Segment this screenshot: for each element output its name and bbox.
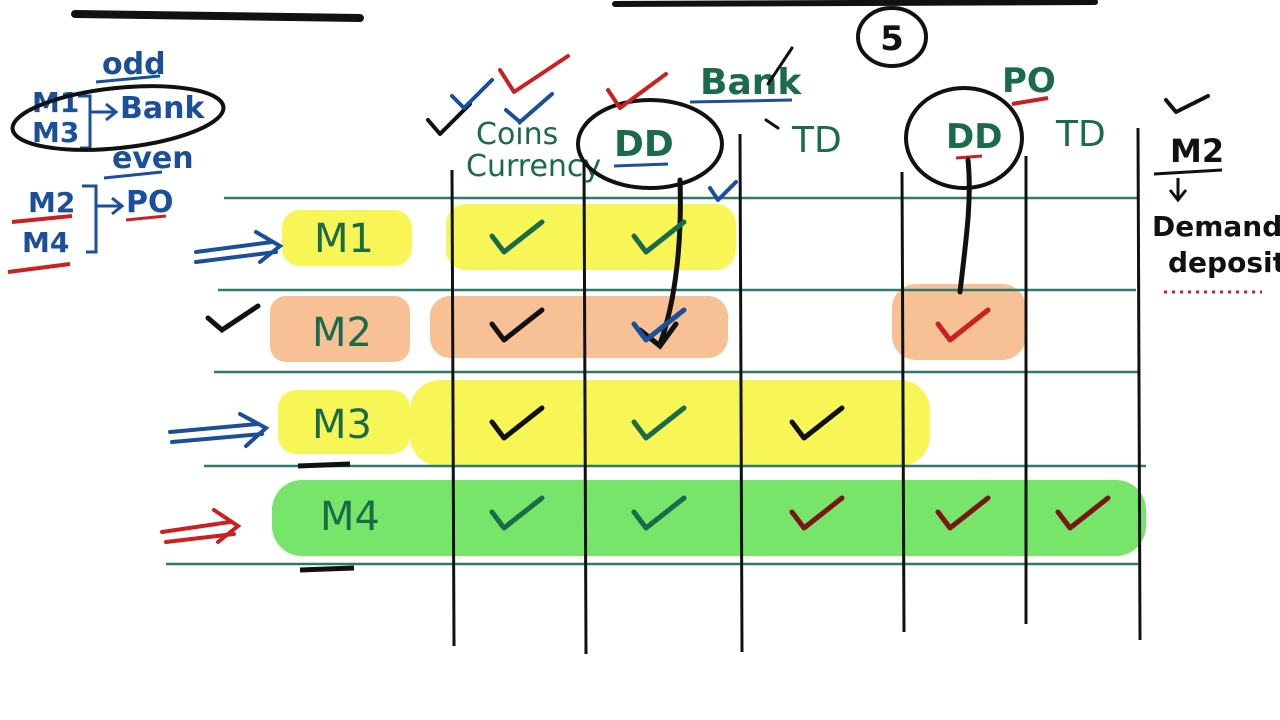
header-bank-underline [689,98,793,104]
dd-po-underline [955,154,983,160]
arrow-m3 [168,412,270,448]
check-mark-r3-c1 [489,405,545,441]
row-arrows [160,230,284,544]
legend-even-arrow [96,196,125,216]
check-mark-r4-c5 [1055,495,1111,531]
legend: odd M1 M3 Bank even M2 M4 PO [7,47,226,274]
top-right-stroke [612,0,1098,7]
col-divider-2 [582,159,588,655]
legend-m1: M1 [32,86,79,119]
highlight-m3-cells [410,380,930,466]
legend-po-underline [125,214,167,222]
legend-bank: Bank [120,91,205,126]
row-label-m3: M3 [312,402,372,448]
side-note-arrow [1168,178,1188,203]
row-label-m2: M2 [312,310,372,356]
badge-number: 5 [880,19,904,59]
legend-odd-underline [95,74,161,84]
col-divider-4 [900,171,906,633]
check-mark-r4-c2 [631,495,687,531]
side-note-line2: deposit [1168,246,1280,279]
legend-po: PO [126,185,174,220]
legend-odd-arrow [90,102,119,122]
legend-bank-oval [10,84,226,152]
side-note-title-underline [1153,168,1223,176]
check-marks [489,219,1111,531]
highlight-m1-label [282,210,412,266]
header-bank-group: Bank [700,62,802,103]
check-mark-r4-c1 [489,495,545,531]
highlight-m4 [272,480,1146,556]
legend-m3: M3 [32,116,79,149]
col-divider-3 [738,133,744,653]
header-po-underline [1011,96,1049,106]
check-mark-r4-c4 [935,495,991,531]
dd-bank-underline [613,162,669,168]
check-mark-r2-c2 [631,307,687,343]
highlight-m2-cells [430,296,728,358]
header-ticks [426,46,1210,202]
column-dividers [450,127,1142,655]
legend-odd-bracket [78,94,92,150]
top-left-stroke [71,10,364,22]
header-td-bank: TD [791,120,842,161]
side-note: M2 Demand deposit [1152,132,1280,294]
header-dd-po: DD [946,117,1002,157]
m4-underline [299,565,355,573]
legend-m4-underline [7,262,71,274]
check-mark-r4-c3 [789,495,845,531]
column-headers: Bank PO Coins Currency DD TD DD TD [466,61,1106,190]
legend-m2-underline [11,214,73,224]
legend-even: even [112,141,194,176]
side-note-line1: Demand [1152,210,1280,243]
col-divider-6 [1136,127,1142,641]
highlight-m3-label [278,390,410,454]
legend-m2: M2 [28,186,75,219]
row-labels: M1 M2 M3 M4 [297,216,380,573]
check-mark-r3-c2 [631,405,687,441]
header-coins: Coins [476,117,558,152]
row-label-m1: M1 [314,216,374,262]
highlight-m2-po [892,284,1026,360]
header-dd-bank: DD [614,124,674,165]
legend-m4: M4 [22,226,69,259]
side-note-title: M2 [1170,132,1224,170]
check-mark-r3-c3 [789,405,845,441]
legend-even-bracket [82,184,98,254]
header-po-group: PO [1002,61,1056,101]
highlight-m1-cells [446,204,736,270]
check-mark-r1-c1 [489,219,545,255]
col-divider-1 [450,169,456,647]
dd-po-circle [904,86,1024,190]
legend-even-underline [103,170,163,180]
arrow-m1 [194,230,284,264]
arrow-m4 [160,508,242,544]
tick-m2 [205,303,261,334]
row-highlights [270,204,1146,556]
dd-bank-circle [576,98,724,190]
check-mark-r1-c2 [631,219,687,255]
row-label-m4: M4 [320,494,380,540]
highlight-m2-label [270,296,410,362]
header-td-po: TD [1055,114,1106,155]
check-mark-r2-c1 [489,307,545,343]
circled-number-badge: 5 [856,6,928,68]
check-mark-r2-c4 [935,307,991,343]
m3-underline [297,461,351,469]
